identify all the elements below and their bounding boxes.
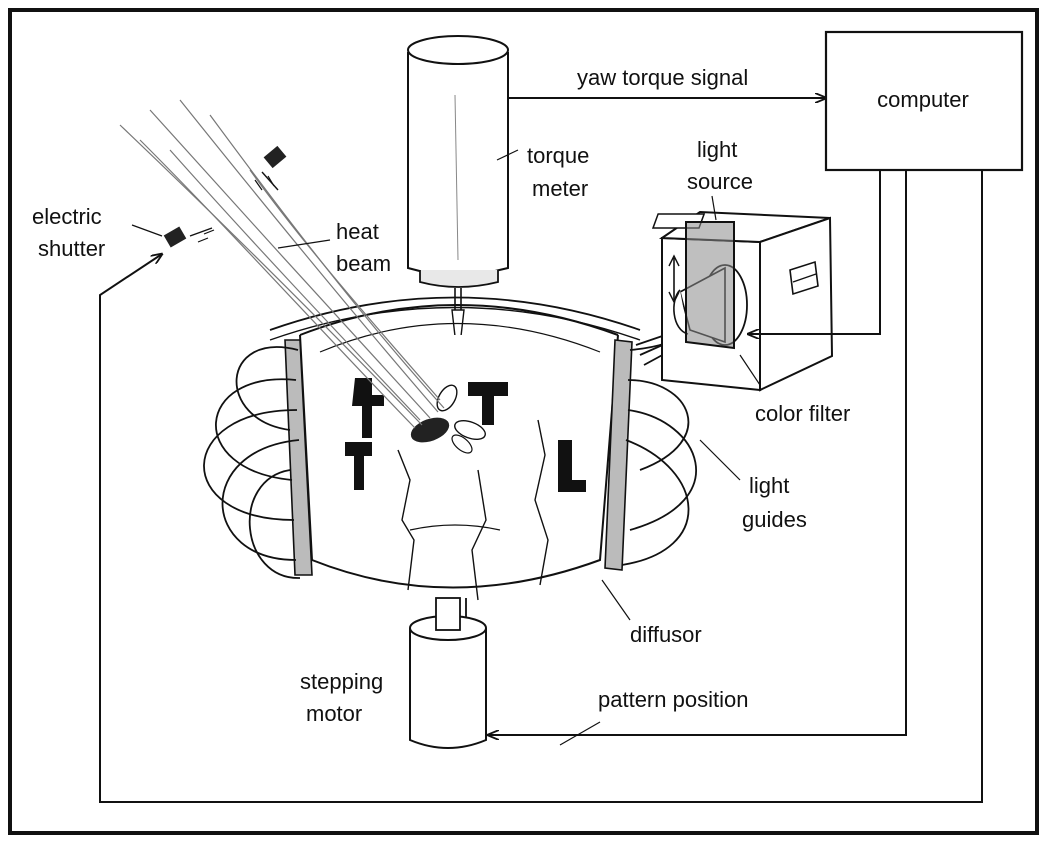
figure-frame	[8, 8, 1039, 835]
computer-box	[824, 30, 1024, 172]
light-source-label-line1: light	[697, 137, 737, 162]
stepping-motor	[409, 597, 487, 749]
electric-shutter-label-line2: shutter	[38, 236, 105, 261]
color-filter	[685, 221, 735, 350]
pattern-position-label: pattern position	[598, 687, 748, 712]
heat-beam-label-line1: heat	[336, 219, 379, 244]
torque-meter-label-line1: torque	[527, 143, 589, 168]
diffusor-label: diffusor	[630, 622, 702, 647]
light-source-box	[651, 210, 834, 392]
color-filter-label: color filter	[755, 401, 850, 426]
computer-label: computer	[877, 87, 969, 112]
yaw-torque-signal-label: yaw torque signal	[577, 65, 748, 90]
torque-meter-label-line2: meter	[532, 176, 588, 201]
electric-shutter-icon	[163, 145, 287, 248]
stepping-motor-label-line1: stepping	[300, 669, 383, 694]
arena-drum	[269, 296, 641, 620]
light-guides-right	[621, 319, 697, 566]
heat-beam	[119, 99, 445, 429]
stepping-motor-label-line2: motor	[306, 701, 362, 726]
light-guides-left	[203, 346, 301, 579]
label-leaders	[131, 149, 761, 746]
light-source-label-line2: source	[687, 169, 753, 194]
signal-lines	[99, 98, 983, 803]
light-guides-label-line1: light	[749, 473, 789, 498]
light-guides-label-line2: guides	[742, 507, 807, 532]
heat-beam-label-line2: beam	[336, 251, 391, 276]
electric-shutter-label-line1: electric	[32, 204, 102, 229]
